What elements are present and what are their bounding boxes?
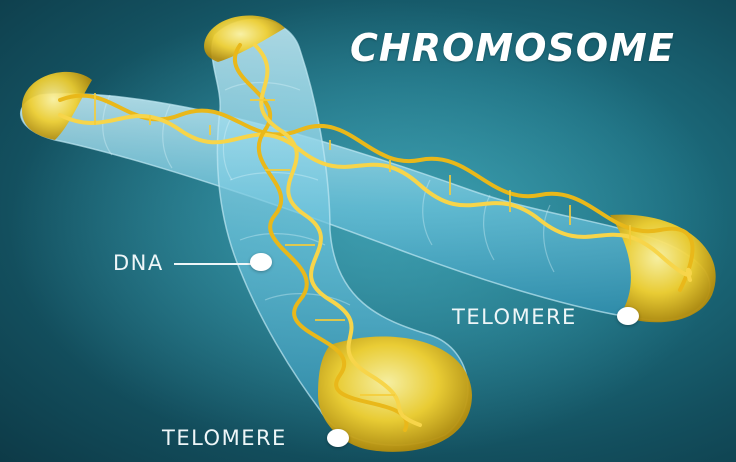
- telomere-right-label: TELOMERE: [452, 305, 577, 329]
- dna-marker-dot: [250, 253, 272, 271]
- telomere-bottom-marker-dot: [327, 429, 349, 447]
- dna-label: DNA: [113, 251, 164, 275]
- dna-leader-line: [174, 263, 252, 265]
- telomere-right-marker-dot: [617, 307, 639, 325]
- telomere-bottom-label: TELOMERE: [162, 426, 287, 450]
- page-title: CHROMOSOME: [350, 26, 675, 70]
